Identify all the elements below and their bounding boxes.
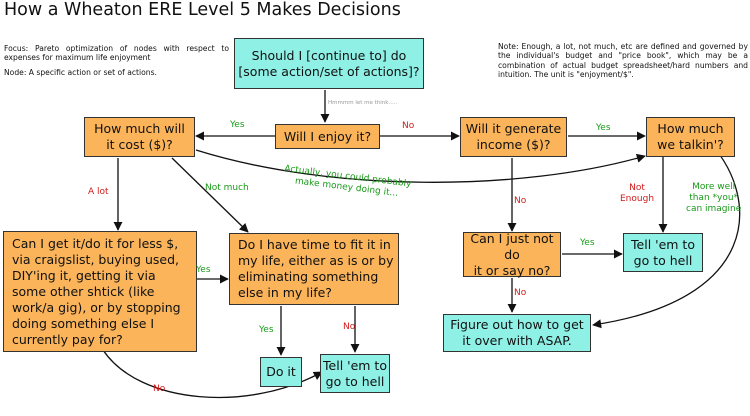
time-node-line-2: my life, either as is or by <box>238 253 394 268</box>
get-over-node-line-2: it over with ASAP. <box>462 333 572 348</box>
income-node-line-2: income ($)? <box>476 137 551 152</box>
more-well-label: More well than *you* can imagine <box>686 182 741 215</box>
not-do-node-line-2: it or say no? <box>473 262 551 278</box>
more-well-label-line-3: can imagine <box>686 204 742 214</box>
hell-node-right-line-1: Tell 'em to <box>631 236 695 252</box>
arrow-cost-to-time <box>171 157 249 233</box>
no-cheaper-label: No <box>153 384 166 394</box>
time-node-line-4: else in my life? <box>238 285 332 300</box>
time-node: Do I have time to fit it in my life, eit… <box>229 233 399 305</box>
yes-income-label: Yes <box>596 123 611 133</box>
cheaper-node-line-2: via craigslist, buying used, <box>12 251 179 267</box>
page-title: How a Wheaton ERE Level 5 Makes Decision… <box>4 0 401 20</box>
more-well-label-line-2: than *you* <box>689 193 739 203</box>
start-node-line-1: Should I [continue to] do <box>251 47 407 63</box>
yes-notdo-label: Yes <box>580 238 595 248</box>
do-it-node: Do it <box>260 357 302 387</box>
cheaper-node: Can I get it/do it for less $, via craig… <box>3 231 197 352</box>
how-much-node-line-2: we talkin'? <box>657 137 724 152</box>
cheaper-node-line-1: Can I get it/do it for less $, <box>12 235 179 251</box>
no-income-label: No <box>514 196 527 206</box>
not-enough-label-line-1: Not <box>629 183 645 193</box>
thinking-label: Hmmmm let me think..... <box>328 100 398 106</box>
time-node-line-1: Do I have time to fit it in <box>238 237 391 252</box>
definition-note: Note: Enough, a lot, not much, etc are d… <box>498 42 748 80</box>
not-much-label: Not much <box>205 183 249 193</box>
node-note: Node: A specific action or set of action… <box>4 68 157 77</box>
enjoy-node: Will I enjoy it? <box>275 124 380 149</box>
cheaper-node-line-4: some other shtick (like <box>12 283 155 299</box>
arrow-cost-to-howmuch-curve <box>195 149 646 183</box>
get-over-node-line-1: Figure out how to get <box>450 317 584 332</box>
cost-node-line-2: it cost ($)? <box>106 137 173 152</box>
not-enough-label: Not Enough <box>620 183 654 205</box>
how-much-node-line-1: How much <box>657 121 724 136</box>
cheaper-node-line-3: DIY'ing it, getting it via <box>12 267 156 283</box>
time-node-line-3: eliminating something <box>238 269 379 284</box>
yes-cheaper-label: Yes <box>196 265 211 275</box>
not-enough-label-line-2: Enough <box>620 194 655 204</box>
no-time-label: No <box>343 322 356 332</box>
yes-enjoy-label: Yes <box>230 120 245 130</box>
do-it-node-text: Do it <box>266 364 296 379</box>
a-lot-label: A lot <box>88 187 109 197</box>
cheaper-node-line-5: work/a gig), or by stopping <box>12 299 181 315</box>
cheaper-node-line-6: doing something else I <box>12 315 155 331</box>
cheaper-node-line-7: currently pay for? <box>12 331 123 347</box>
yes-time-label: Yes <box>259 325 274 335</box>
cost-node-line-1: How much will <box>94 121 185 136</box>
income-node-line-1: Will it generate <box>465 121 562 136</box>
more-well-label-line-1: More well <box>692 182 736 192</box>
focus-note: Focus: Pareto optimization of nodes with… <box>4 44 229 63</box>
not-do-node-line-1: Can I just not do <box>470 230 554 262</box>
start-node: Should I [continue to] do[some action/se… <box>234 38 424 89</box>
no-notdo-label: No <box>514 288 527 298</box>
no-enjoy-label: No <box>402 121 415 131</box>
start-node-line-2: [some action/set of actions]? <box>238 63 420 79</box>
enjoy-node-text: Will I enjoy it? <box>283 128 372 144</box>
hell-node-bottom-line-2: go to hell <box>325 373 385 389</box>
hell-node-bottom-line-1: Tell 'em to <box>323 357 387 373</box>
arrow-howmuch-to-getover-curve <box>592 144 741 329</box>
hell-node-right-line-2: go to hell <box>633 252 693 268</box>
